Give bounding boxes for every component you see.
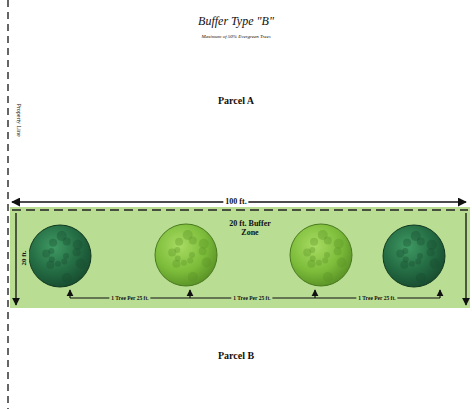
diagram-title: Buffer Type "B"	[198, 15, 274, 28]
spacing-label: 1 Tree Per 25 ft.	[231, 295, 272, 301]
evergreen-tree	[383, 225, 445, 287]
spacing-tick	[69, 290, 70, 298]
foliage-blob	[199, 239, 209, 249]
foliage-blob	[189, 252, 195, 258]
property-line-label: Property Line	[16, 101, 23, 138]
foliage-blob	[316, 260, 322, 266]
foliage-blob	[49, 256, 55, 262]
tree-group	[29, 224, 445, 287]
parcel-label: Parcel B	[218, 350, 254, 361]
foliage-blob	[181, 260, 187, 266]
foliage-blob	[337, 258, 347, 268]
property-line	[7, 0, 9, 409]
foliage-blob	[334, 247, 342, 255]
buffer-zone-label: 20 ft. Buffer Zone	[220, 219, 280, 237]
foliage-blob	[310, 238, 318, 246]
foliage-blob	[202, 258, 212, 268]
buffer-band	[10, 207, 470, 308]
foliage-blob	[324, 252, 330, 258]
foliage-blob	[62, 273, 72, 283]
foliage-blob	[188, 272, 198, 282]
foliage-blob	[415, 259, 421, 265]
foliage-blob	[403, 239, 411, 247]
foliage-blob	[310, 255, 316, 261]
spacing-tick	[314, 290, 315, 298]
foliage-blob	[73, 240, 83, 250]
foliage-blob	[187, 258, 193, 264]
foliage-blob	[61, 259, 67, 265]
dimension-label: 20 ft.	[21, 248, 29, 267]
foliage-blob	[430, 259, 440, 269]
foliage-blob	[403, 256, 409, 262]
spacing-tick	[439, 290, 440, 298]
foliage-blob	[175, 255, 181, 261]
foliage-blob	[324, 237, 332, 245]
foliage-blob	[417, 238, 425, 246]
foliage-texture	[42, 230, 439, 283]
foliage-blob	[417, 253, 423, 259]
foliage-blob	[427, 248, 435, 256]
foliage-blob	[175, 238, 183, 246]
depth-dimension	[15, 213, 16, 305]
buffer-edge-dashed	[12, 209, 468, 211]
foliage-blob	[322, 258, 328, 264]
deciduous-tree	[155, 224, 217, 286]
foliage-blob	[409, 261, 415, 267]
foliage-blob	[63, 238, 71, 246]
foliage-blob	[63, 253, 69, 259]
subtitle-note: Maximum of 50% Evergreen Trees	[201, 34, 270, 40]
spacing-label: 1 Tree Per 25 ft.	[356, 295, 397, 301]
foliage-blob	[76, 259, 86, 269]
foliage-blob	[48, 248, 54, 254]
foliage-blob	[402, 248, 408, 254]
depth-dimension	[465, 213, 466, 305]
deciduous-tree	[290, 224, 352, 286]
foliage-blob	[199, 247, 207, 255]
foliage-blob	[73, 248, 81, 256]
foliage-blob	[323, 272, 333, 282]
spacing-tick	[189, 290, 190, 298]
foliage-blob	[55, 261, 61, 267]
dimension-label: 100 ft.	[223, 198, 248, 207]
foliage-blob	[334, 239, 344, 249]
parcel-label: Parcel A	[218, 95, 254, 106]
foliage-blob	[427, 240, 437, 250]
foliage-blob	[416, 273, 426, 283]
evergreen-tree	[29, 225, 91, 287]
foliage-blob	[189, 237, 197, 245]
foliage-blob	[49, 239, 57, 247]
spacing-label: 1 Tree Per 25 ft.	[109, 295, 150, 301]
foliage-blob	[174, 247, 180, 253]
buffer-zone-band: 20 ft. Buffer Zone	[10, 207, 470, 308]
foliage-blob	[309, 247, 315, 253]
